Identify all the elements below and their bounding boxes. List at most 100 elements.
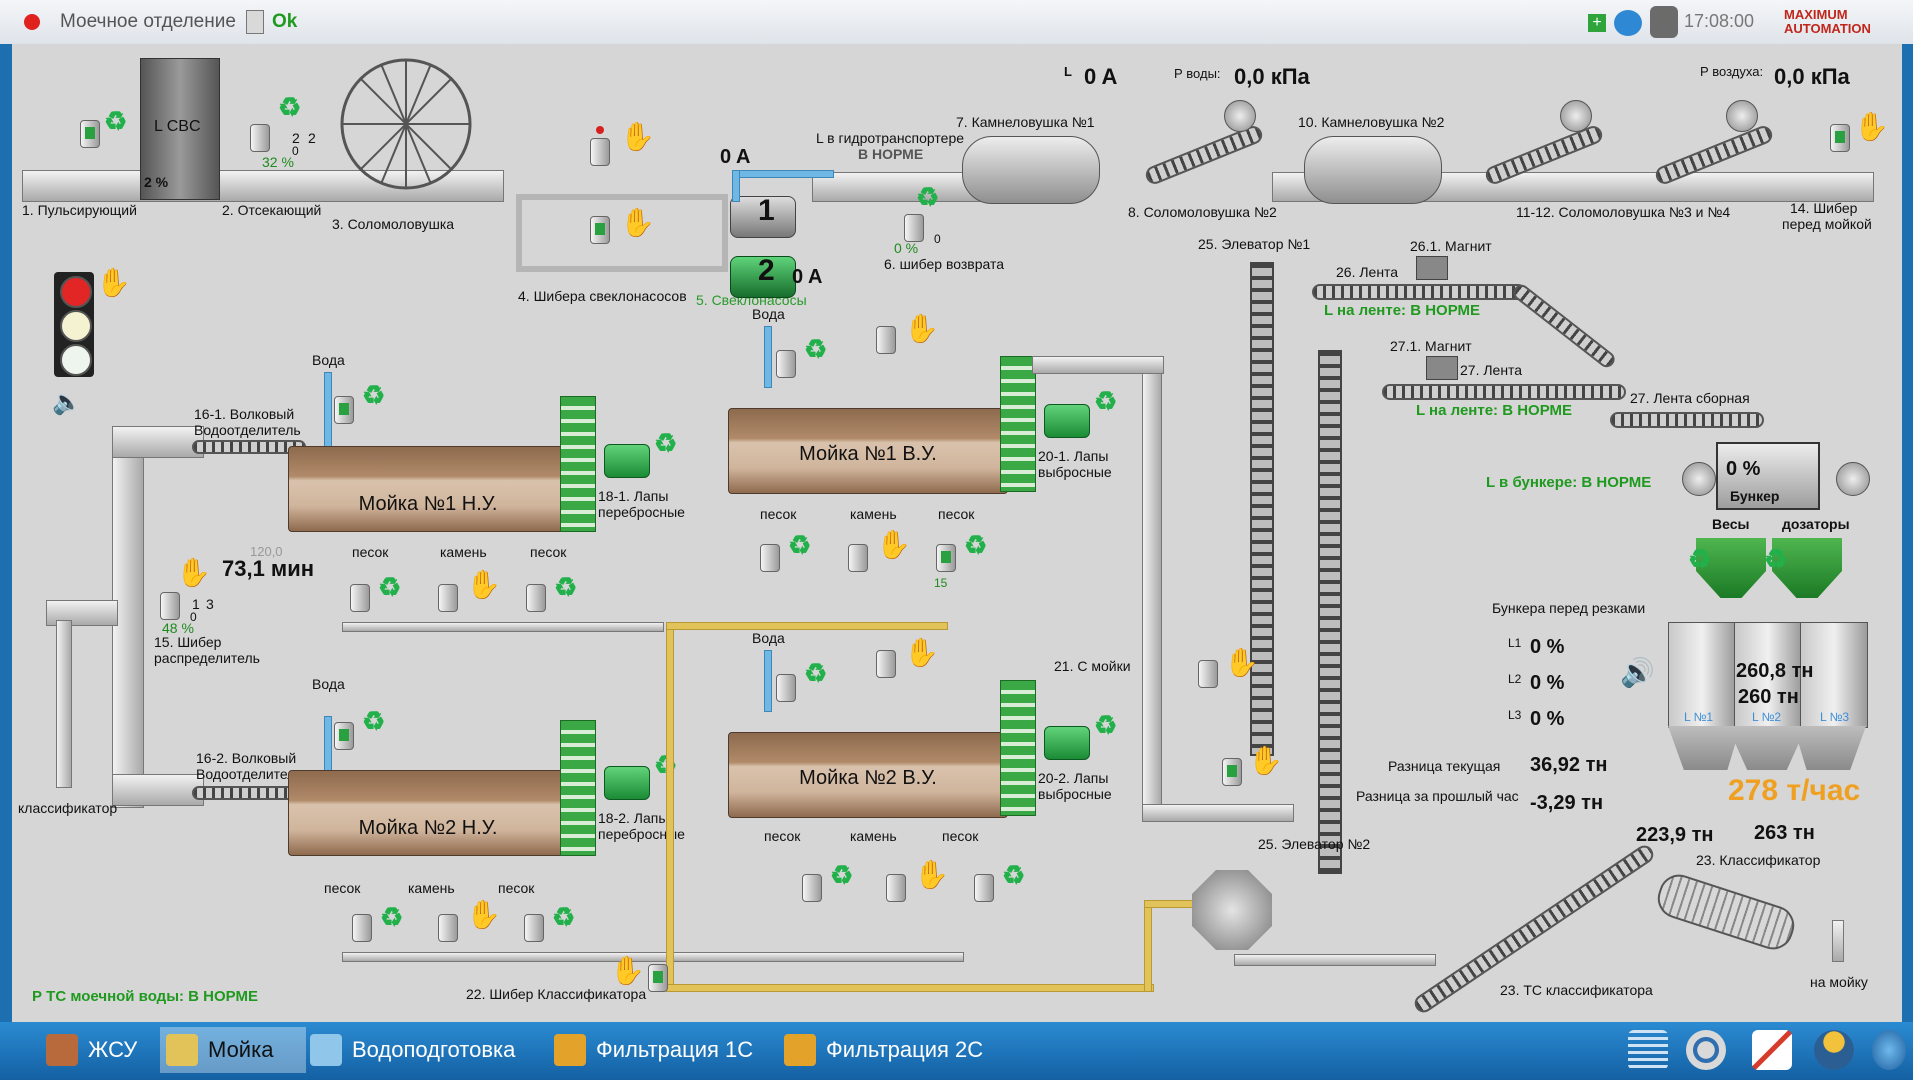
- washer-1-nu[interactable]: Мойка №1 Н.У.: [288, 446, 568, 532]
- recycle-icon[interactable]: ♻: [278, 92, 302, 122]
- flippers-202[interactable]: [1000, 680, 1036, 816]
- top-valve-m2vu-icon[interactable]: [876, 650, 896, 678]
- taskbar-item-moika[interactable]: Мойка: [160, 1027, 306, 1073]
- recycle-icon[interactable]: ♻: [1002, 860, 1026, 890]
- beet-pump-2[interactable]: [730, 256, 796, 298]
- recycle-icon[interactable]: ♻: [1094, 710, 1118, 740]
- hand-icon[interactable]: ✋: [904, 313, 939, 344]
- clipboard-icon[interactable]: [246, 10, 264, 34]
- fan-top-1-icon[interactable]: [1224, 100, 1256, 132]
- recycle-icon[interactable]: ♻: [554, 572, 578, 602]
- hand-icon[interactable]: ✋: [1854, 111, 1889, 142]
- recycle-icon[interactable]: ♻: [1094, 386, 1118, 416]
- recycle-icon[interactable]: ♻: [1764, 544, 1788, 574]
- hand-icon[interactable]: ✋: [1248, 745, 1283, 776]
- speaker-icon[interactable]: 🔊: [1620, 657, 1655, 688]
- flippers-181[interactable]: [560, 396, 596, 532]
- valve-15-icon[interactable]: [160, 592, 180, 620]
- recycle-icon[interactable]: ♻: [830, 860, 854, 890]
- silo-1[interactable]: [1668, 622, 1736, 728]
- hand-icon[interactable]: ✋: [96, 267, 131, 298]
- chat-icon[interactable]: [1614, 10, 1642, 36]
- drain-valve-m2vu-3-icon[interactable]: [974, 874, 994, 902]
- add-icon[interactable]: +: [1588, 14, 1606, 32]
- water-valve-m2vu-icon[interactable]: [776, 674, 796, 702]
- drain-valve-m1vu-2-icon[interactable]: [848, 544, 868, 572]
- recycle-icon[interactable]: ♻: [378, 572, 402, 602]
- valve-14-icon[interactable]: [1830, 124, 1850, 152]
- belt-27[interactable]: [1382, 384, 1626, 400]
- drain-valve-m1vu-3-icon[interactable]: [936, 544, 956, 572]
- motor-182-icon[interactable]: [604, 766, 650, 800]
- user-icon[interactable]: [1650, 6, 1678, 38]
- pulsing-valve-icon[interactable]: [80, 120, 100, 148]
- recycle-icon[interactable]: ♻: [788, 530, 812, 560]
- menu-lines-icon[interactable]: [1628, 1030, 1668, 1070]
- taskbar-item-zhsu[interactable]: ЖСУ: [46, 1027, 176, 1073]
- belt-27-collector[interactable]: [1610, 412, 1764, 428]
- recycle-icon[interactable]: ♻: [804, 658, 828, 688]
- fan-left-icon[interactable]: [1682, 462, 1716, 496]
- recycle-icon[interactable]: ♻: [362, 706, 386, 736]
- water-valve-m1nu-icon[interactable]: [334, 396, 354, 424]
- drain-valve-m2vu-2-icon[interactable]: [886, 874, 906, 902]
- recycle-icon[interactable]: ♻: [916, 182, 940, 212]
- pump-valve-top-icon[interactable]: [590, 138, 610, 166]
- silo-2[interactable]: [1734, 622, 1802, 728]
- flippers-201[interactable]: [1000, 356, 1036, 492]
- elevator-2[interactable]: [1318, 350, 1342, 874]
- water-valve-m1vu-icon[interactable]: [776, 350, 796, 378]
- fan-right-icon[interactable]: [1836, 462, 1870, 496]
- motor-201-icon[interactable]: [1044, 404, 1090, 438]
- elevator-valve-1-icon[interactable]: [1198, 660, 1218, 688]
- bunker[interactable]: [1716, 442, 1820, 510]
- pump-valve-bottom-icon[interactable]: [590, 216, 610, 244]
- return-valve-icon[interactable]: [904, 214, 924, 242]
- stone-catcher-1[interactable]: [962, 136, 1100, 204]
- hand-icon[interactable]: ✋: [620, 207, 655, 238]
- drain-valve-m1vu-1-icon[interactable]: [760, 544, 780, 572]
- hand-icon[interactable]: ✋: [876, 529, 911, 560]
- hydro-pump[interactable]: [1192, 870, 1272, 950]
- cutoff-valve-icon[interactable]: [250, 124, 270, 152]
- hand-icon[interactable]: ✋: [466, 569, 501, 600]
- drain-valve-m2vu-1-icon[interactable]: [802, 874, 822, 902]
- taskbar-item-filtr1[interactable]: Фильтрация 1С: [554, 1027, 774, 1073]
- taskbar-item-filtr2[interactable]: Фильтрация 2С: [784, 1027, 1004, 1073]
- classifier-drum[interactable]: [1652, 869, 1800, 955]
- lcbc-tank[interactable]: [140, 58, 220, 200]
- recycle-icon[interactable]: ♻: [1688, 544, 1712, 574]
- hand-icon[interactable]: ✋: [914, 859, 949, 890]
- recycle-icon[interactable]: ♻: [362, 380, 386, 410]
- drain-valve-m2nu-3-icon[interactable]: [524, 914, 544, 942]
- magnet-271[interactable]: [1426, 356, 1458, 380]
- valve-22-icon[interactable]: [648, 964, 668, 992]
- elevator-1[interactable]: [1250, 262, 1274, 756]
- straw-catcher-2[interactable]: [1143, 123, 1265, 187]
- recycle-icon[interactable]: ♻: [104, 106, 128, 136]
- drain-valve-m1nu-3-icon[interactable]: [526, 584, 546, 612]
- fan-top-2-icon[interactable]: [1560, 100, 1592, 132]
- washer-1-vu[interactable]: Мойка №1 В.У.: [728, 408, 1008, 494]
- hand-icon[interactable]: ✋: [620, 121, 655, 152]
- elevator-valve-2-icon[interactable]: [1222, 758, 1242, 786]
- straw-catcher-wheel-icon[interactable]: [336, 54, 476, 194]
- recycle-icon[interactable]: ♻: [552, 902, 576, 932]
- drain-valve-m2nu-1-icon[interactable]: [352, 914, 372, 942]
- water-valve-m2nu-icon[interactable]: [334, 722, 354, 750]
- drain-valve-m2nu-2-icon[interactable]: [438, 914, 458, 942]
- flippers-182[interactable]: [560, 720, 596, 856]
- motor-202-icon[interactable]: [1044, 726, 1090, 760]
- taskbar-item-vodopodgotovka[interactable]: Водоподготовка: [310, 1027, 540, 1073]
- drain-valve-m1nu-2-icon[interactable]: [438, 584, 458, 612]
- hand-icon[interactable]: ✋: [1224, 647, 1259, 678]
- worker-icon[interactable]: [1814, 1030, 1854, 1070]
- top-valve-m1vu-icon[interactable]: [876, 326, 896, 354]
- gear-icon[interactable]: [1686, 1030, 1726, 1070]
- beet-pump-1[interactable]: [730, 196, 796, 238]
- magnet-261[interactable]: [1416, 256, 1448, 280]
- washer-2-vu[interactable]: Мойка №2 В.У.: [728, 732, 1008, 818]
- fan-top-3-icon[interactable]: [1726, 100, 1758, 132]
- speaker-icon[interactable]: 🔈: [52, 389, 82, 416]
- belt-26-slope[interactable]: [1510, 281, 1618, 371]
